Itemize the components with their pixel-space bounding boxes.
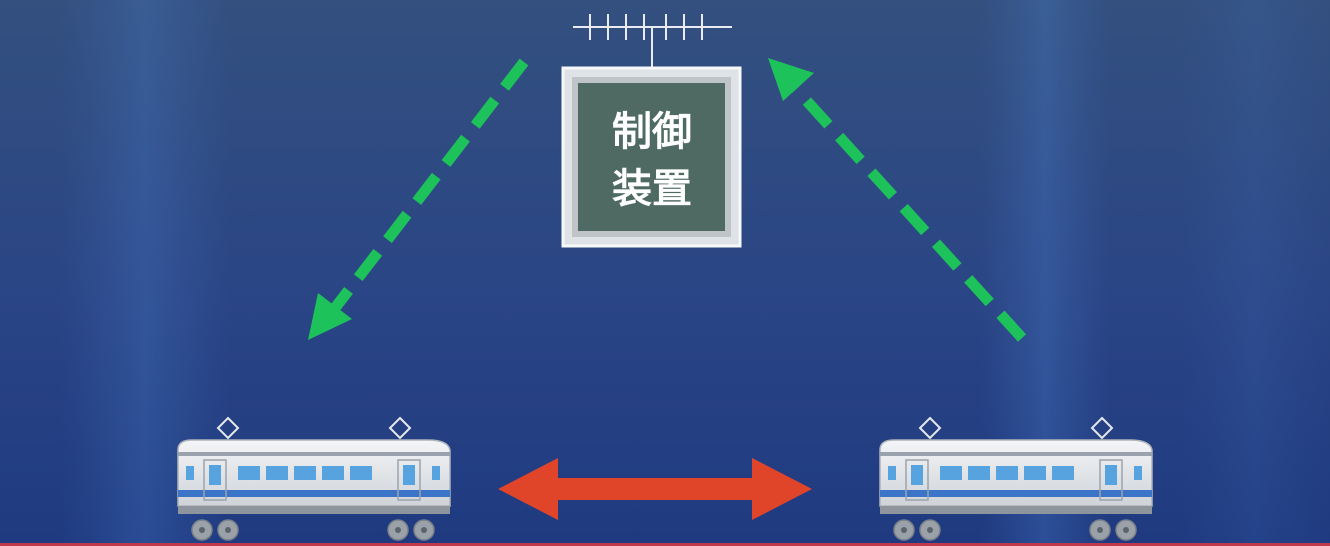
light-beam: [1180, 0, 1330, 546]
train-icon: [879, 416, 1153, 541]
antenna-icon: [573, 14, 732, 70]
signal-arrow-from-right-train: [768, 58, 1027, 342]
ground-line: [0, 543, 1330, 546]
control-unit-box: 制御 装置: [561, 66, 742, 248]
train-communication-arrow: [498, 458, 812, 520]
control-unit-label-line2: 装置: [612, 166, 692, 212]
control-unit-label-line1: 制御: [612, 109, 692, 155]
train-icon: [177, 416, 451, 541]
signal-arrow-to-left-train: [308, 58, 529, 340]
